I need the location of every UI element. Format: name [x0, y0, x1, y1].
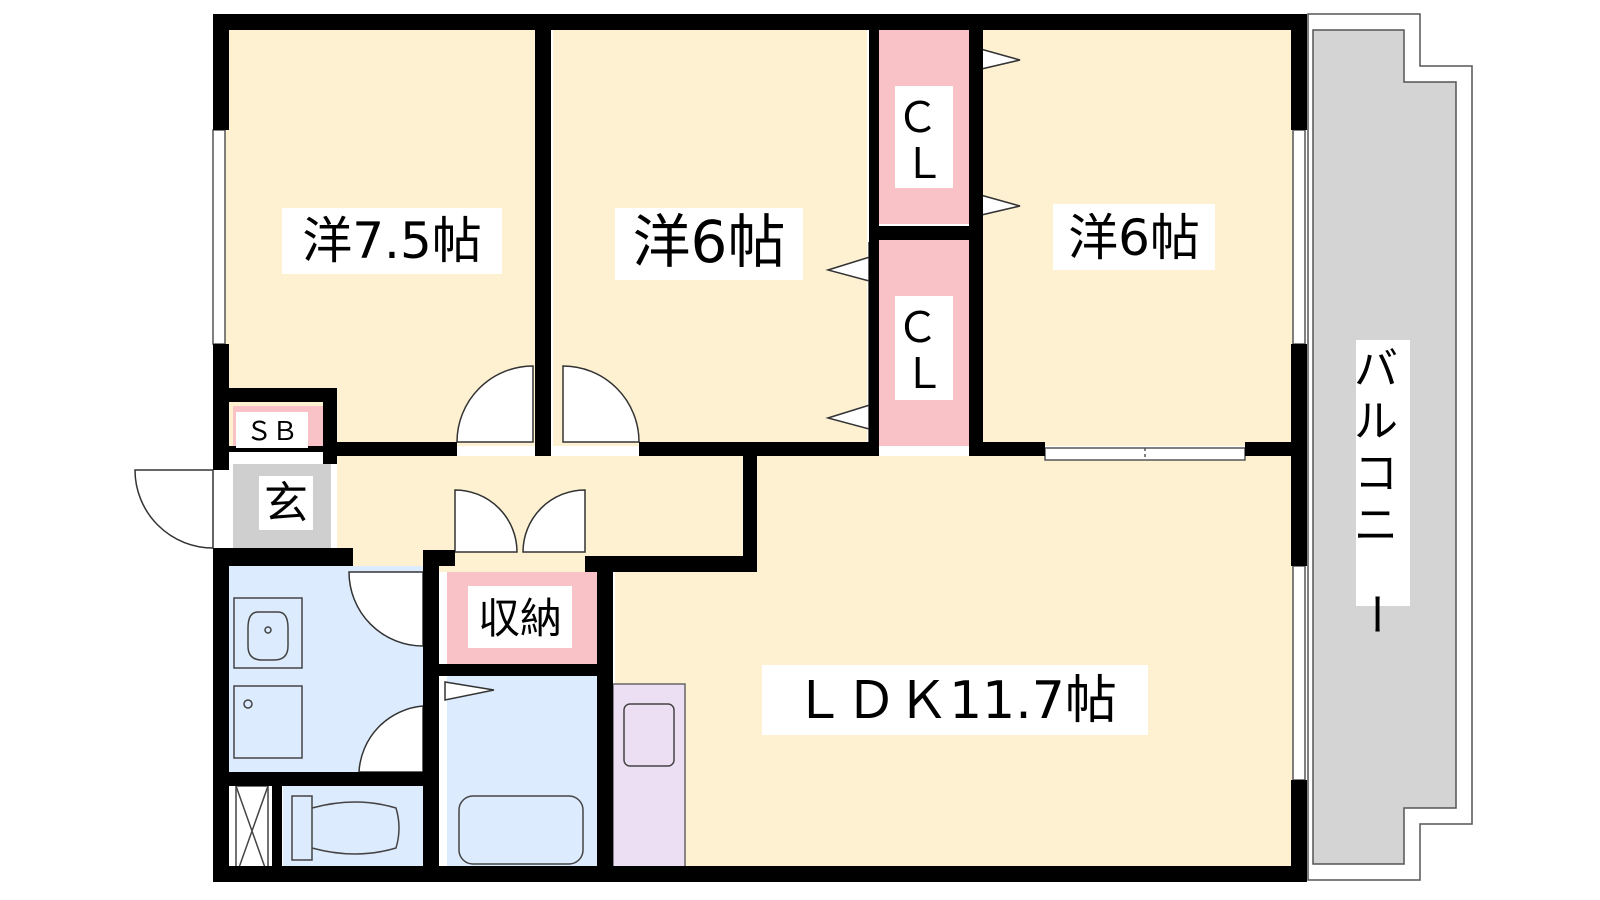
label-closet-1: Ｃ Ｌ	[896, 93, 951, 188]
label-closet-2-bottom: Ｌ	[903, 349, 945, 398]
door-washroom	[348, 571, 424, 647]
label-closet-1-bottom: Ｌ	[903, 139, 945, 188]
window-ldk	[1292, 565, 1306, 781]
bathtub	[458, 795, 584, 865]
label-western-6-right: 洋6帖	[1068, 209, 1200, 267]
drain-icon	[243, 699, 253, 709]
label-closet-1-top: Ｃ	[896, 93, 938, 142]
kitchen-sink	[623, 703, 675, 767]
label-western-6-left: 洋6帖	[633, 208, 786, 276]
label-western-7-5: 洋7.5帖	[302, 212, 482, 270]
label-ldk: ＬＤＫ11.7帖	[793, 671, 1117, 731]
label-storage: 収納	[478, 594, 562, 643]
window-east-bedroom	[1292, 129, 1306, 345]
door-western-7-5	[456, 365, 534, 443]
walls	[213, 14, 1307, 882]
washing-machine-pan	[233, 685, 303, 759]
door-swings	[134, 365, 640, 773]
label-backgrounds	[236, 86, 1410, 735]
label-balcony-3: コ	[1354, 448, 1398, 499]
door-storage-left	[454, 489, 518, 553]
door-storage-right	[522, 489, 586, 553]
label-balcony: バ ル コ ニ ー	[1350, 344, 1412, 636]
door-toilet	[358, 705, 424, 773]
vanity-sink-icon	[247, 611, 289, 661]
label-balcony-1: バ	[1354, 344, 1398, 395]
label-shoe-box: ＳＢ	[246, 417, 298, 447]
label-closet-2-top: Ｃ	[896, 303, 938, 352]
label-balcony-4: ニ	[1354, 500, 1398, 551]
vanity-tap-icon	[264, 626, 272, 634]
label-entrance: 玄	[264, 478, 308, 529]
door-western-6-left	[562, 365, 640, 443]
door-entrance	[134, 469, 214, 549]
toilet-icon	[291, 795, 400, 861]
label-balcony-5: ー	[1350, 592, 1401, 636]
label-balcony-2: ル	[1354, 396, 1398, 447]
label-closet-2: Ｃ Ｌ	[896, 303, 951, 398]
window-west-bedroom	[212, 129, 226, 345]
pipe-space-cross	[235, 785, 269, 877]
